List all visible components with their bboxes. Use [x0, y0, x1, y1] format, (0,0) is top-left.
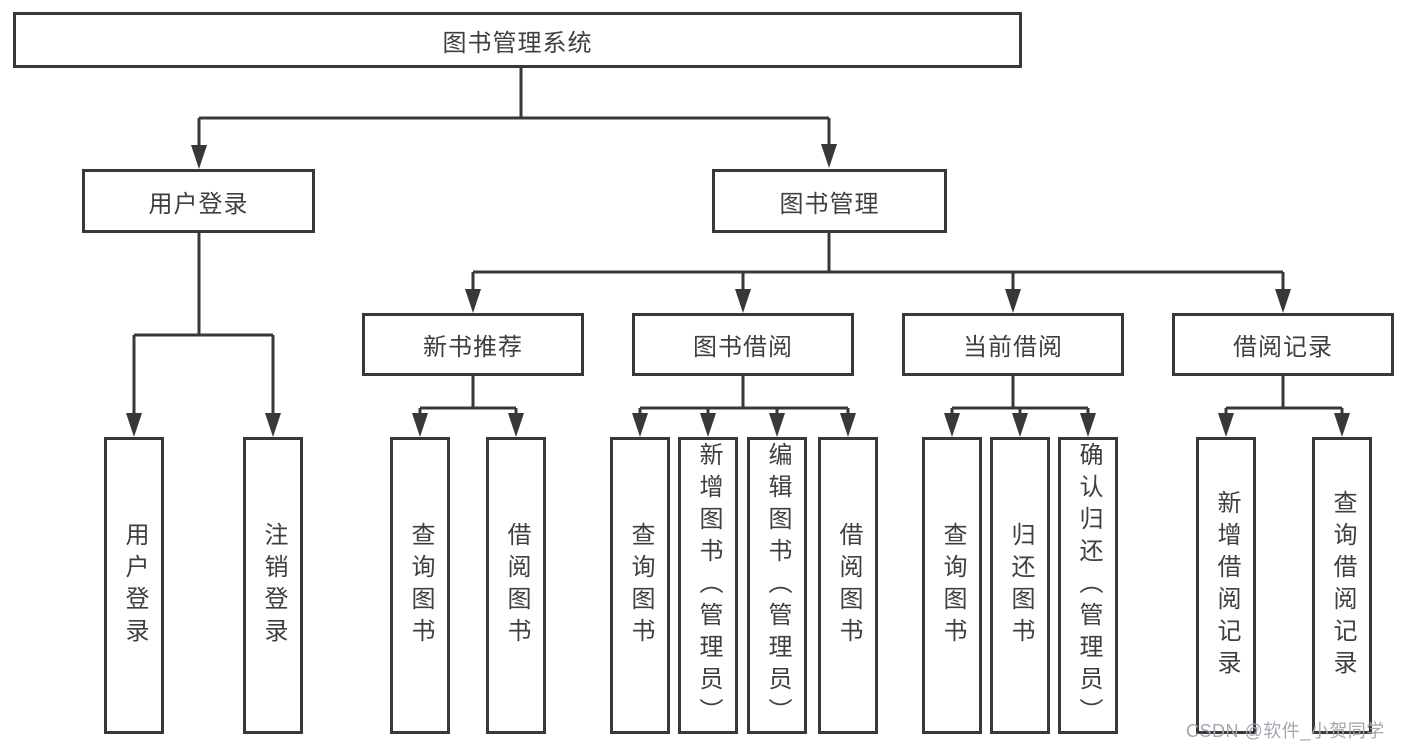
node-book-management: 图书管理 [712, 169, 947, 233]
leaf-query-books-borrow: 查询图书 [610, 437, 670, 734]
node-book-borrowing: 图书借阅 [632, 313, 854, 376]
node-user-login: 用户登录 [82, 169, 315, 233]
leaf-query-books-recommend: 查询图书 [390, 437, 450, 734]
leaf-user-login: 用户登录 [104, 437, 164, 734]
node-new-book-recommendation: 新书推荐 [362, 313, 584, 376]
leaf-add-borrow-record: 新增借阅记录 [1196, 437, 1256, 734]
leaf-logout: 注销登录 [243, 437, 303, 734]
leaf-query-borrow-record: 查询借阅记录 [1312, 437, 1372, 734]
leaf-return-books: 归还图书 [990, 437, 1050, 734]
leaf-borrow-books-recommend: 借阅图书 [486, 437, 546, 734]
leaf-confirm-return-admin: 确认归还（管理员） [1058, 437, 1118, 734]
csdn-watermark: CSDN @软件_小贺同学 [1186, 721, 1385, 741]
arrowheads [126, 144, 1350, 437]
connector-lines [132, 68, 1344, 415]
node-current-borrowing: 当前借阅 [902, 313, 1124, 376]
leaf-query-books-current: 查询图书 [922, 437, 982, 734]
node-borrowing-records: 借阅记录 [1172, 313, 1394, 376]
leaf-edit-books-admin: 编辑图书（管理员） [747, 437, 807, 734]
leaf-add-books-admin: 新增图书（管理员） [678, 437, 738, 734]
node-library-system: 图书管理系统 [13, 12, 1022, 68]
leaf-borrow-books: 借阅图书 [818, 437, 878, 734]
